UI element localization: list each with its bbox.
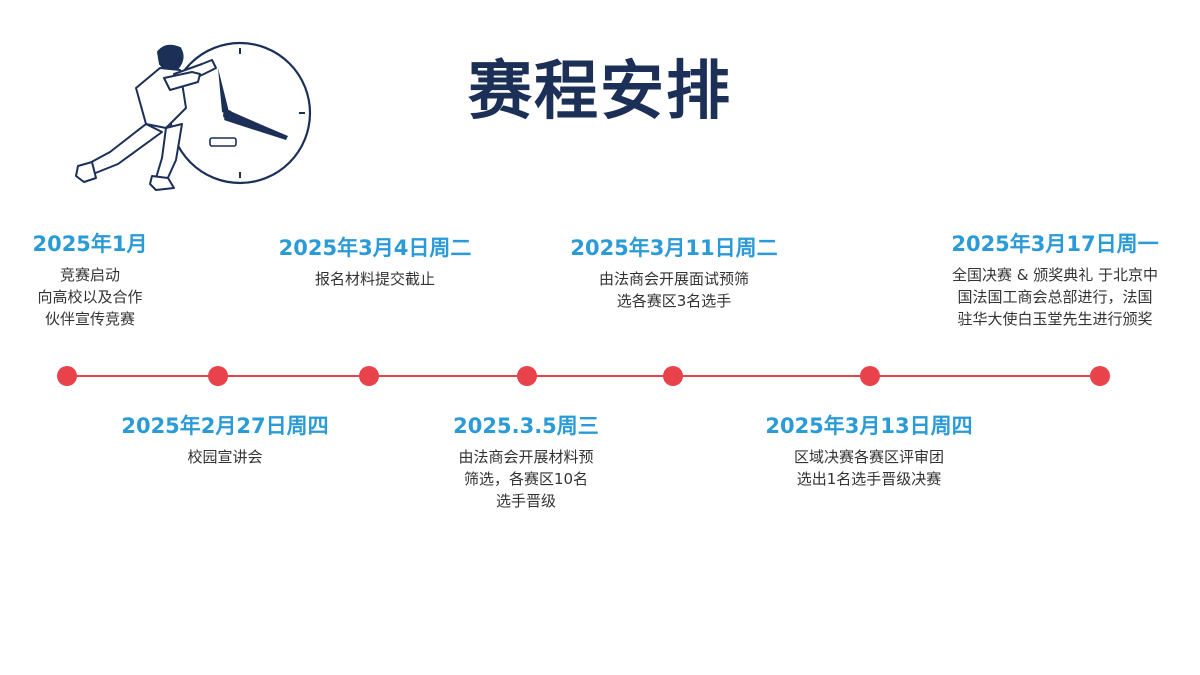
milestone-date: 2025年2月27日周四 (121, 414, 329, 438)
hour-hand (218, 68, 230, 116)
description-line: 竞赛启动 (59, 266, 120, 284)
milestone-4: 2025.3.5周三 由法商会开展材料预 筛选，各赛区10名 选手晋级 (426, 412, 626, 512)
description-line: 国法国工商会总部进行，法国 (957, 288, 1153, 306)
person-figure (75, 44, 217, 191)
description-line: 选出1名选手晋级决赛 (796, 470, 942, 488)
description-line: 选各赛区3名选手 (616, 292, 732, 310)
description-line: 向高校以及合作 (37, 288, 143, 306)
timeline-dots (57, 366, 1110, 386)
page-title: 赛程安排 (468, 55, 732, 129)
milestone-description: 报名材料提交截止 (258, 268, 492, 290)
milestone-description: 由法商会开展材料预 筛选，各赛区10名 选手晋级 (426, 446, 626, 512)
milestone-3: 2025年3月4日周二 报名材料提交截止 (258, 234, 492, 290)
milestone-date: 2025年3月4日周二 (278, 236, 472, 260)
timeline-dot (1090, 366, 1110, 386)
timeline-dot (57, 366, 77, 386)
milestone-description: 区域决赛各赛区评审团 选出1名选手晋级决赛 (744, 446, 994, 490)
milestone-description: 全国决赛 & 颁奖典礼 于北京中 国法国工商会总部进行，法国 驻华大使白玉堂先生… (920, 264, 1190, 330)
timeline-dot (663, 366, 683, 386)
milestone-description: 竞赛启动 向高校以及合作 伙伴宣传竞赛 (0, 264, 180, 330)
milestone-date: 2025.3.5周三 (453, 414, 599, 438)
milestone-description: 校园宣讲会 (100, 446, 350, 468)
timeline-dot (208, 366, 228, 386)
description-line: 全国决赛 & 颁奖典礼 于北京中 (951, 266, 1158, 284)
description-line: 驻华大使白玉堂先生进行颁奖 (957, 310, 1153, 328)
milestone-7: 2025年3月17日周一 全国决赛 & 颁奖典礼 于北京中 国法国工商会总部进行… (920, 230, 1190, 330)
milestone-2: 2025年2月27日周四 校园宣讲会 (100, 412, 350, 468)
description-line: 选手晋级 (495, 492, 556, 510)
clock-face (168, 41, 312, 185)
description-line: 区域决赛各赛区评审团 (793, 448, 944, 466)
timeline-dot (860, 366, 880, 386)
description-line: 伙伴宣传竞赛 (44, 310, 135, 328)
milestone-1: 2025年1月 竞赛启动 向高校以及合作 伙伴宣传竞赛 (0, 230, 180, 330)
milestone-date: 2025年3月11日周二 (570, 236, 778, 260)
description-line: 由法商会开展材料预 (458, 448, 594, 466)
milestone-date: 2025年3月17日周一 (951, 232, 1159, 256)
clock-illustration (75, 41, 312, 191)
milestone-6: 2025年3月13日周四 区域决赛各赛区评审团 选出1名选手晋级决赛 (744, 412, 994, 490)
milestone-5: 2025年3月11日周二 由法商会开展面试预筛 选各赛区3名选手 (554, 234, 794, 312)
milestone-description: 由法商会开展面试预筛 选各赛区3名选手 (554, 268, 794, 312)
description-line: 筛选，各赛区10名 (463, 470, 589, 488)
description-line: 校园宣讲会 (187, 448, 263, 466)
minute-hand (224, 110, 288, 140)
description-line: 报名材料提交截止 (314, 270, 435, 288)
timeline-dot (359, 366, 379, 386)
description-line: 由法商会开展面试预筛 (598, 270, 749, 288)
milestone-date: 2025年3月13日周四 (765, 414, 973, 438)
milestone-date: 2025年1月 (32, 232, 148, 256)
timeline-dot (517, 366, 537, 386)
